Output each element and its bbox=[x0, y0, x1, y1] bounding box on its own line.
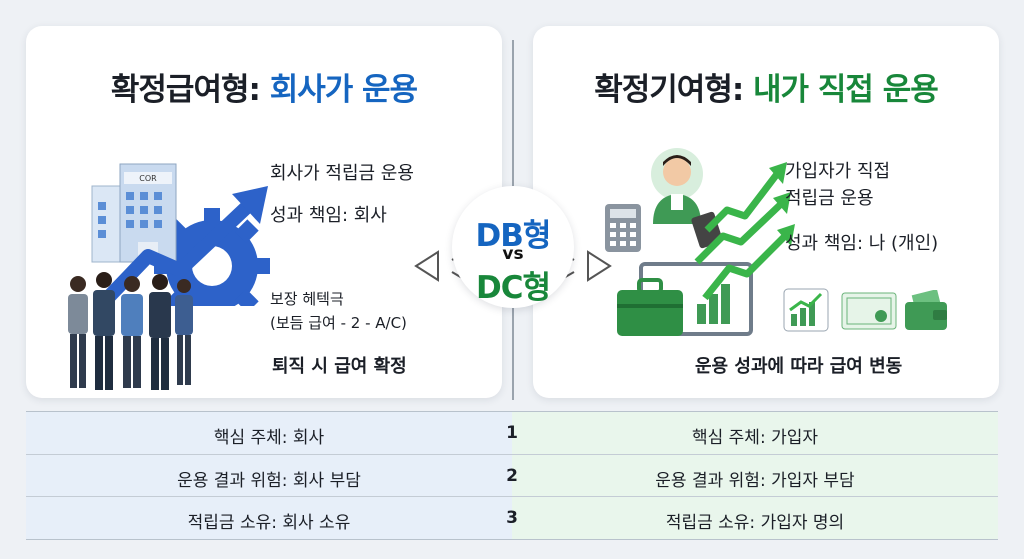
table-cell-dc: 핵심 주체: 가입자 bbox=[691, 428, 818, 448]
db-note-line1: 보장 헤텍극 bbox=[270, 290, 344, 308]
db-title-highlight: 회사가 운용 bbox=[269, 72, 418, 108]
dc-line1b: 적립금 운용 bbox=[785, 188, 874, 209]
db-vs-dc-badge: DB형 vs DC형 bbox=[452, 186, 574, 308]
table-cell-db: 운용 결과 위험: 회사 부담 bbox=[177, 471, 361, 491]
dc-footer: 운용 성과에 따라 급여 변동 bbox=[695, 356, 903, 377]
dc-card-title: 확정기여형: 내가 직접 운용 bbox=[533, 64, 999, 109]
dc-card: 확정기여형: 내가 직접 운용 bbox=[533, 26, 999, 398]
dc-label: DC형 bbox=[475, 270, 551, 306]
comparison-table: 핵심 주체: 회사 1 핵심 주체: 가입자 운용 결과 위험: 회사 부담 2… bbox=[26, 411, 998, 540]
dc-line1a: 가입자가 직접 bbox=[785, 161, 891, 182]
table-row: 운용 결과 위험: 회사 부담 2 운용 결과 위험: 가입자 부담 bbox=[26, 454, 998, 497]
building-sign: COR bbox=[139, 174, 157, 183]
person-with-tablet-icon bbox=[651, 148, 723, 249]
db-note-line2: (보듬 급여 - 2 - A/C) bbox=[270, 314, 407, 332]
db-line1: 회사가 적립금 운용 bbox=[270, 163, 414, 184]
db-footer: 퇴직 시 급여 확정 bbox=[272, 356, 407, 377]
table-row: 핵심 주체: 회사 1 핵심 주체: 가입자 bbox=[26, 412, 998, 454]
dc-title-prefix: 확정기여형: bbox=[594, 72, 744, 108]
table-row-number: 3 bbox=[506, 508, 518, 528]
dc-title-highlight: 내가 직접 운용 bbox=[753, 72, 939, 108]
calculator-icon bbox=[605, 204, 641, 252]
table-row-number: 1 bbox=[506, 423, 518, 443]
table-cell-db: 핵심 주체: 회사 bbox=[213, 428, 325, 448]
briefcase-icon bbox=[617, 278, 683, 336]
dc-line2: 성과 책임: 나 (개인) bbox=[785, 233, 939, 254]
vs-label: vs bbox=[502, 244, 524, 264]
certificate-icon bbox=[841, 292, 897, 330]
db-label: DB형 bbox=[475, 218, 552, 254]
db-title-prefix: 확정급여형: bbox=[110, 72, 261, 108]
db-card-title: 확정급여형: 회사가 운용 bbox=[26, 64, 502, 109]
business-people-icon bbox=[68, 272, 193, 390]
arrow-up-icon bbox=[96, 186, 268, 306]
db-card: 확정급여형: 회사가 운용 bbox=[26, 26, 502, 398]
db-line2: 성과 책임: 회사 bbox=[270, 205, 387, 226]
table-row-number: 2 bbox=[506, 466, 518, 486]
investor-illustration bbox=[605, 148, 795, 336]
table-cell-dc: 적립금 소유: 가입자 명의 bbox=[665, 513, 845, 533]
office-building-icon bbox=[91, 163, 177, 263]
growth-chart-icon bbox=[783, 288, 829, 332]
wallet-icon bbox=[905, 290, 947, 330]
table-row: 적립금 소유: 회사 소유 3 적립금 소유: 가입자 명의 bbox=[26, 496, 998, 539]
table-cell-dc: 운용 결과 위험: 가입자 부담 bbox=[655, 471, 855, 491]
table-cell-db: 적립금 소유: 회사 소유 bbox=[187, 513, 351, 533]
